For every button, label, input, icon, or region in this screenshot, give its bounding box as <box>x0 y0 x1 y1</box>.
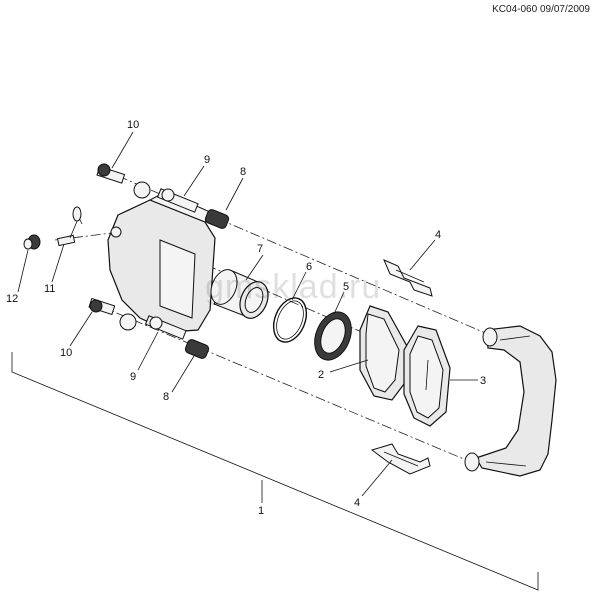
callout-10-lower: 10 <box>60 347 72 359</box>
axis-bleeder <box>54 231 121 241</box>
leader-lines <box>17 131 478 497</box>
callout-9-lower: 9 <box>130 371 136 383</box>
callout-8-upper: 8 <box>240 166 246 178</box>
callout-7: 7 <box>257 243 263 255</box>
piston <box>210 269 269 319</box>
caliper-housing <box>107 181 216 333</box>
callout-1: 1 <box>258 505 264 517</box>
callout-8-lower: 8 <box>163 391 169 403</box>
callout-2: 2 <box>318 369 324 381</box>
caliper-bracket <box>464 325 557 477</box>
lower-bolt <box>88 297 116 316</box>
callout-12: 12 <box>6 293 18 305</box>
watermark: gmsklad.ru <box>205 268 382 306</box>
bleeder-screw <box>56 206 83 247</box>
callout-11: 11 <box>44 283 55 295</box>
piston-seal <box>272 297 308 343</box>
callout-9-upper: 9 <box>204 154 210 166</box>
lower-pad-clip <box>370 443 431 475</box>
callout-3: 3 <box>480 375 486 387</box>
callout-5: 5 <box>343 281 349 293</box>
assembly-bracket <box>11 352 539 591</box>
callout-4-lower: 4 <box>354 497 360 509</box>
upper-bolt <box>96 163 126 184</box>
upper-guide-pin <box>156 188 199 213</box>
callout-4-upper: 4 <box>435 229 441 241</box>
axis-lower <box>99 305 479 466</box>
upper-boot <box>204 209 230 229</box>
lower-boot <box>184 339 210 359</box>
dust-boot <box>314 311 352 361</box>
bleeder-cap <box>23 234 41 250</box>
upper-pad-clip <box>383 259 433 297</box>
callout-10-upper: 10 <box>127 119 139 131</box>
inner-brake-pad <box>359 305 409 401</box>
callout-6: 6 <box>306 261 312 273</box>
outer-brake-pad <box>403 325 451 427</box>
drawing-code: KC04-060 09/07/2009 <box>492 4 590 15</box>
lower-guide-pin <box>144 315 187 340</box>
